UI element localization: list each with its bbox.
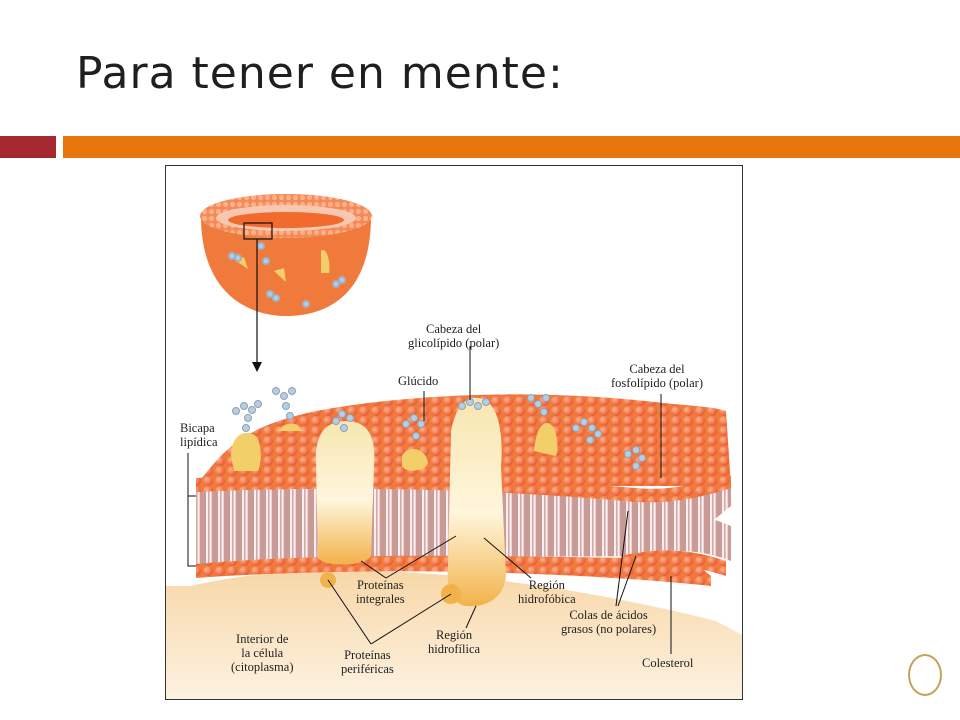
label-glucido: Glúcido: [398, 374, 439, 388]
membrane-diagram: Cabeza del glicolípido (polar) Glúcido C…: [165, 165, 743, 700]
label-colas-acidos-grasos: Colas de ácidos grasos (no polares): [561, 608, 657, 636]
slide-title: Para tener en mente:: [76, 48, 564, 99]
integral-protein-right: [447, 397, 506, 607]
slide-corner-ornament: [908, 654, 942, 696]
integral-protein-left: [315, 421, 375, 565]
label-region-hidrofobica: Región hidrofóbica: [518, 578, 576, 606]
label-proteinas-integrales: Proteínas integrales: [356, 578, 405, 606]
title-accent-bar-red: [0, 136, 56, 158]
leader-lines: [187, 346, 672, 654]
label-bicapa-lipidica: Bicapa lipídica: [180, 421, 218, 449]
membrane-illustration: [166, 194, 742, 699]
cell-vesicle: [200, 194, 372, 316]
label-region-hidrofilica: Región hidrofílica: [428, 628, 481, 656]
label-proteinas-perifericas: Proteínas periféricas: [341, 648, 394, 676]
label-interior-celula: Interior de la célula (citoplasma): [231, 632, 294, 674]
label-cabeza-glicolipido: Cabeza del glicolípido (polar): [408, 322, 500, 350]
title-accent-bar-orange: [63, 136, 960, 158]
label-colesterol: Colesterol: [642, 656, 694, 670]
label-cabeza-fosfolipido: Cabeza del fosfolípido (polar): [611, 362, 703, 390]
